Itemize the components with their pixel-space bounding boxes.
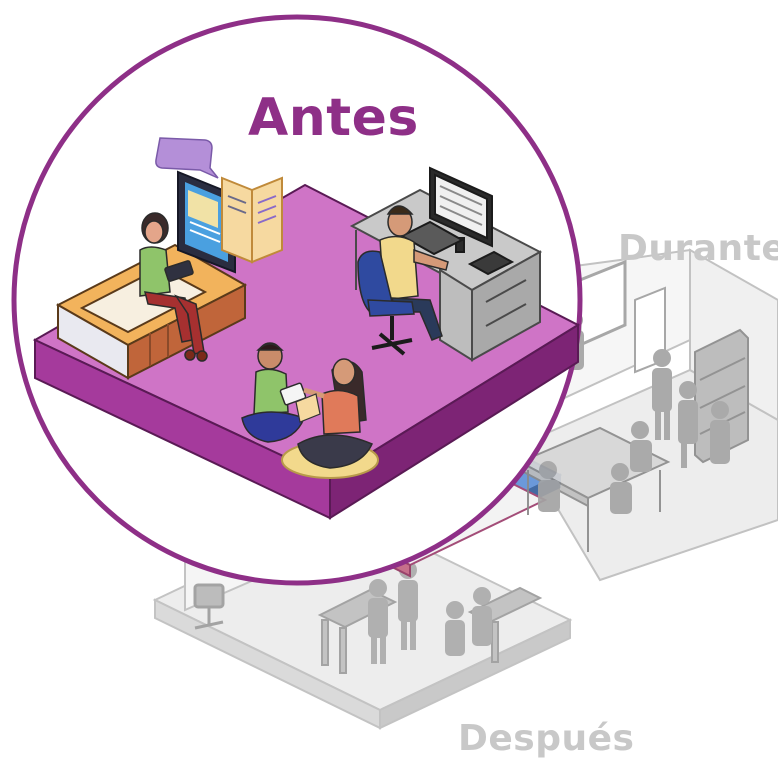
stage-label-after: Después bbox=[458, 718, 635, 759]
book-icon bbox=[295, 393, 321, 423]
office-chair-icon bbox=[193, 583, 225, 630]
reading-woman bbox=[139, 212, 208, 362]
office-chair-icon bbox=[357, 250, 415, 356]
during-scene bbox=[517, 248, 778, 582]
seated-boy bbox=[241, 342, 307, 443]
tablet-icon bbox=[177, 170, 236, 274]
speech-bubble-icon bbox=[155, 137, 219, 179]
computer-monitor-icon bbox=[399, 166, 515, 276]
stage-label-before: Antes bbox=[248, 88, 419, 148]
before-scene bbox=[11, 14, 583, 586]
man-at-computer bbox=[357, 205, 449, 356]
open-book-icon bbox=[221, 176, 283, 264]
stage-label-during: Durante bbox=[618, 228, 778, 269]
seated-woman bbox=[297, 358, 374, 469]
